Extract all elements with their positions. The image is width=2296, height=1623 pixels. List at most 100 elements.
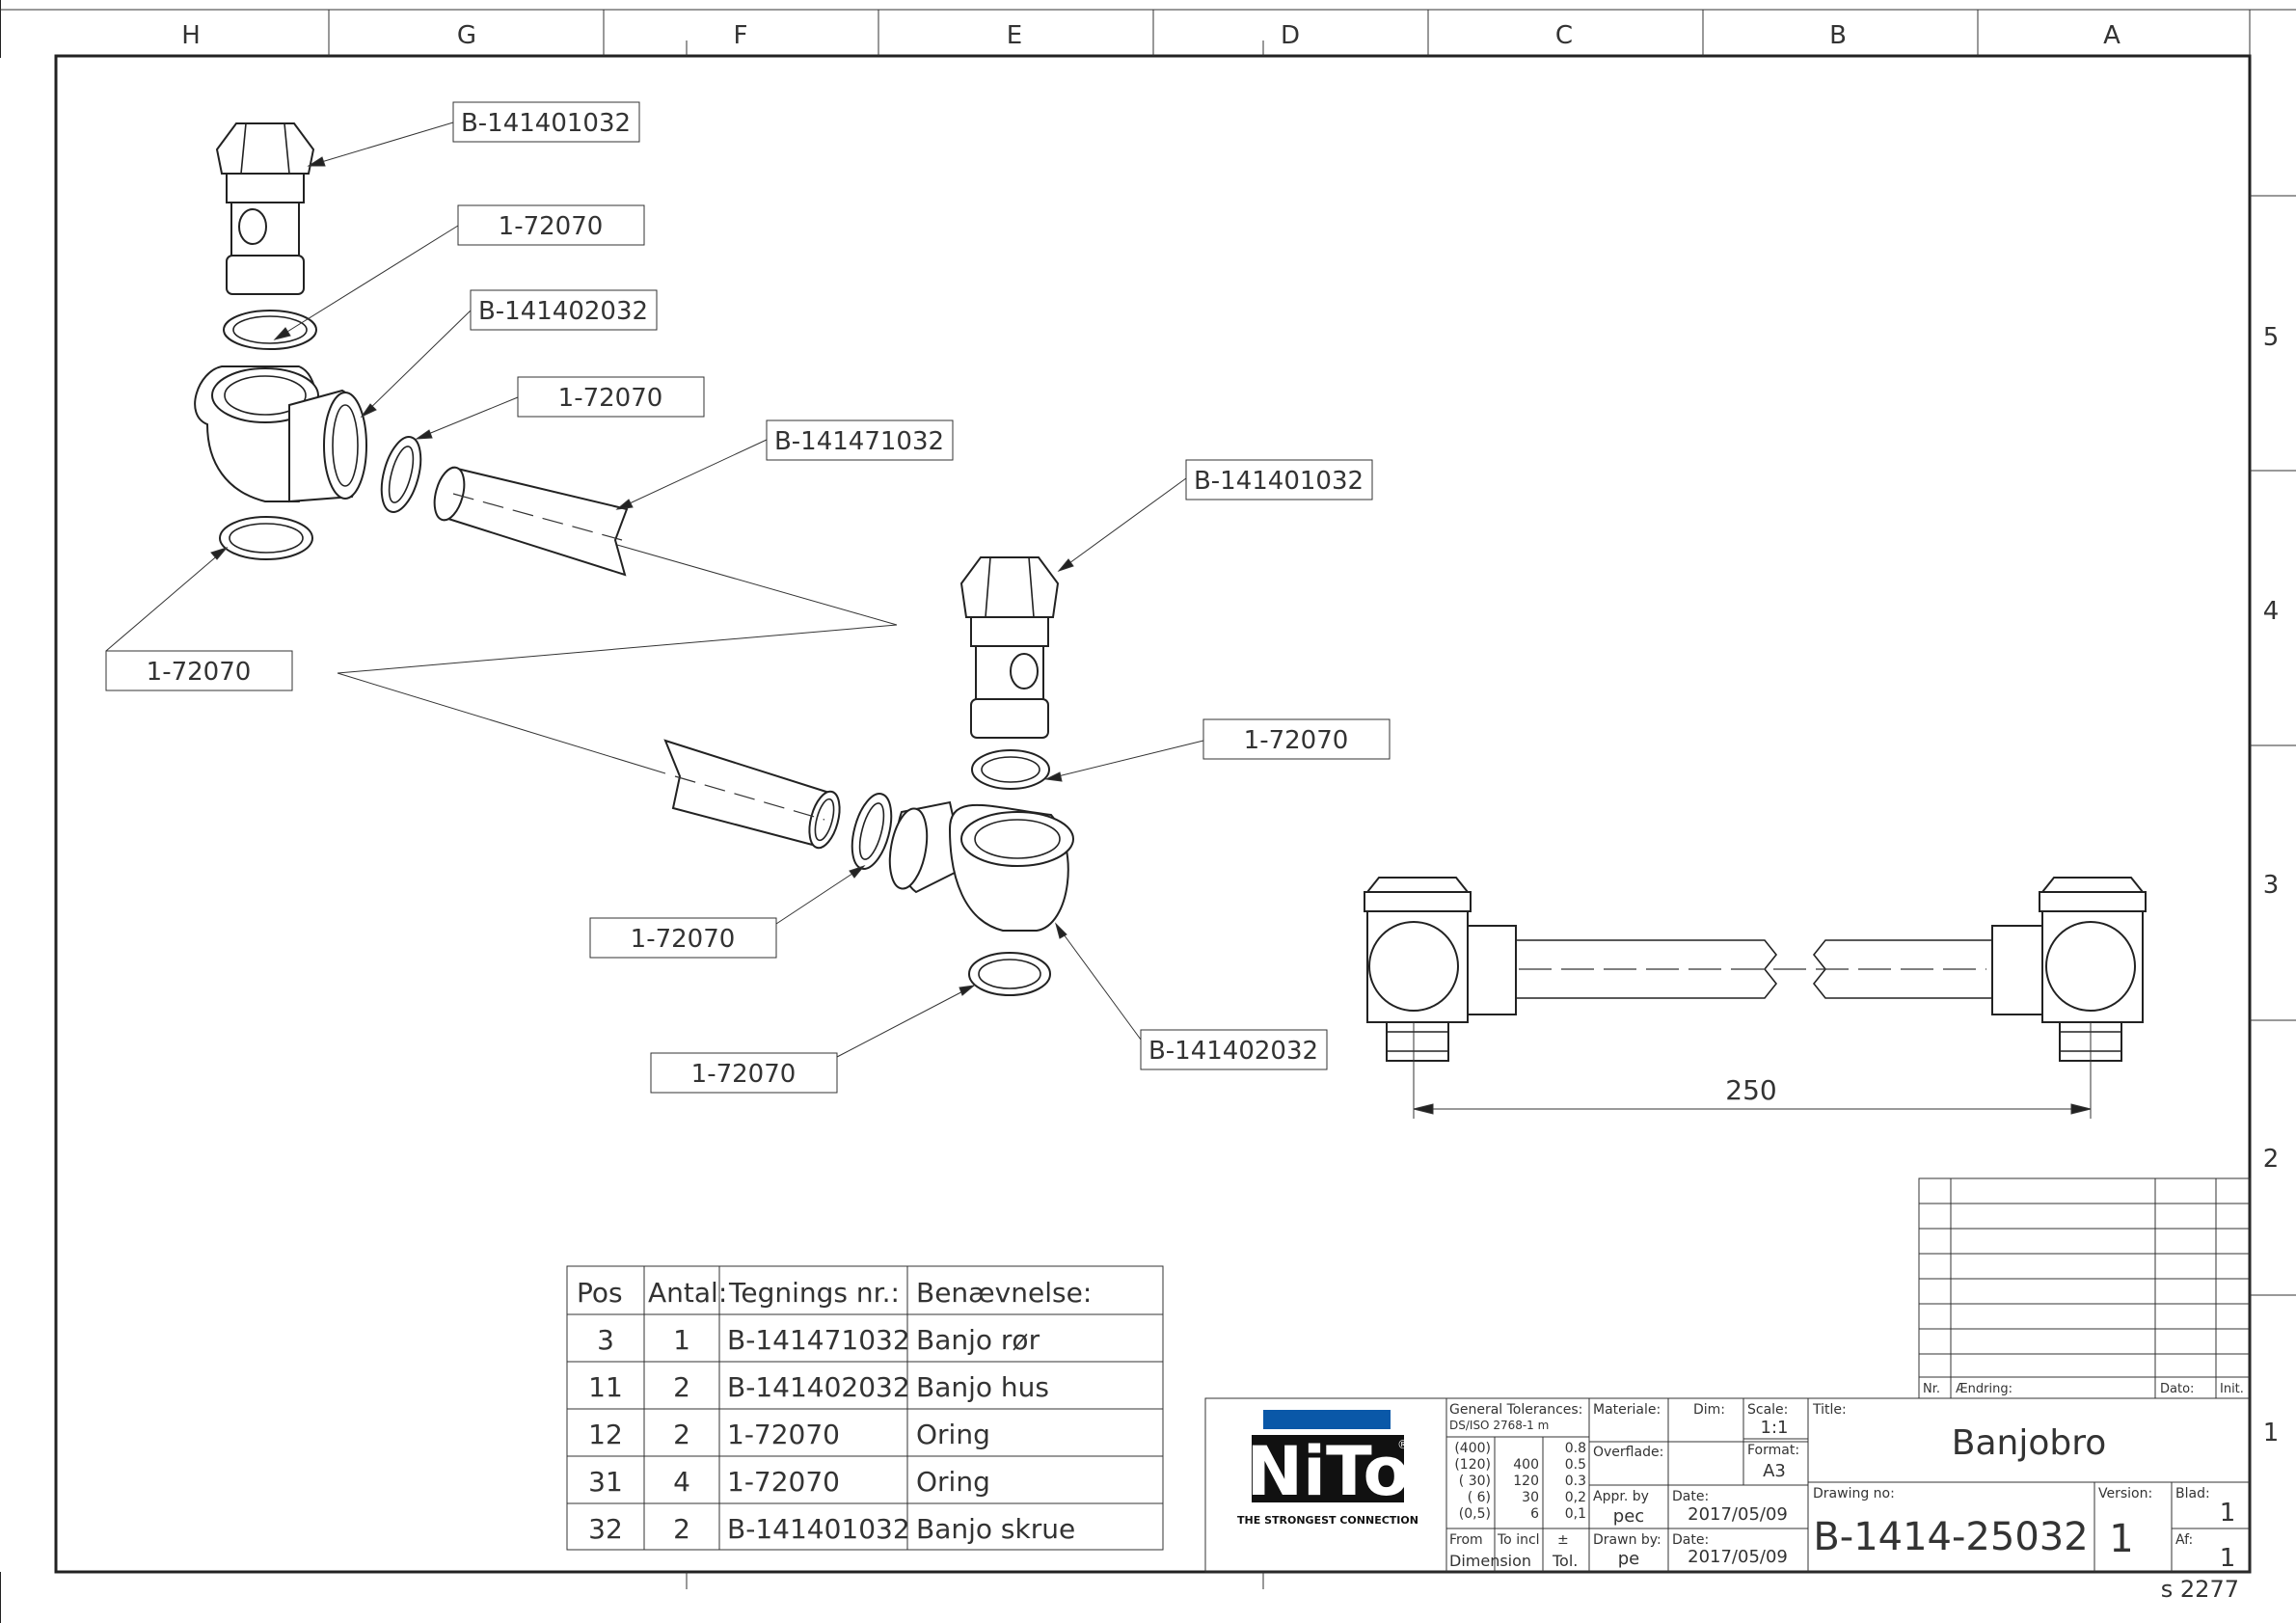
zone-col-label: C: [1555, 21, 1573, 50]
callout-text: B-141402032: [478, 297, 648, 326]
af-value: 1: [2220, 1544, 2236, 1573]
exploded-assembly-lower: [663, 556, 1074, 996]
bom-header-description: Benævnelse:: [916, 1277, 1092, 1309]
bom-cell-drawing-no: B-141401032: [727, 1513, 910, 1545]
bom-cell-drawing-no: 1-72070: [727, 1466, 840, 1498]
bom-cell-pos: 3: [597, 1324, 614, 1356]
callout-box: B-141401032: [1185, 459, 1373, 500]
bom-cell-description: Oring: [916, 1466, 990, 1498]
bom-header-drawing-no: Tegnings nr.:: [728, 1277, 900, 1309]
bom-cell-drawing-no: B-141471032: [727, 1324, 910, 1356]
bill-of-materials: Pos Antal: Tegnings nr.: Benævnelse: 3 1…: [566, 1265, 1164, 1551]
bom-cell-pos: 11: [588, 1371, 623, 1403]
tolerance-value: 0.3: [1565, 1474, 1586, 1489]
zone-row-labels: 5 4 3 2 1: [2263, 323, 2280, 1447]
logo-registered-mark: ®: [1397, 1438, 1409, 1451]
tube-break-connector: [337, 544, 898, 774]
company-logo: NiTo ® THE STRONGEST CONNECTION: [1237, 1410, 1418, 1527]
leader-lines: [105, 122, 1204, 1058]
zone-row-dividers: [2250, 195, 2296, 1296]
callout-box: B-141402032: [1140, 1029, 1328, 1070]
revision-header-change: Ændring:: [1956, 1382, 2012, 1396]
zone-col-label: F: [734, 21, 748, 50]
drawing-no-label: Drawing no:: [1813, 1486, 1895, 1501]
revision-header-nr: Nr.: [1923, 1382, 1940, 1396]
title-block: NiTo ® THE STRONGEST CONNECTION General …: [1204, 1397, 2251, 1573]
oring-part: [971, 749, 1050, 790]
bom-cell-pos: 32: [588, 1513, 623, 1545]
revision-table: Nr. Ændring: Dato: Init.: [1918, 1177, 2251, 1399]
bom-cell-qty: 2: [673, 1419, 690, 1450]
tolerance-to: 400: [1513, 1457, 1539, 1473]
exploded-assembly-upper: [194, 122, 629, 577]
callout-text: 1-72070: [558, 384, 663, 413]
scale-value: 1:1: [1761, 1418, 1789, 1438]
dim-label: Dim:: [1693, 1402, 1725, 1418]
callout-text: B-141402032: [1148, 1037, 1318, 1066]
zone-column-labels: H G F E D C B A: [181, 21, 2120, 50]
bom-cell-pos: 12: [588, 1419, 623, 1450]
tolerance-to: 120: [1513, 1474, 1539, 1489]
general-tolerances-label: General Tolerances:: [1449, 1402, 1582, 1418]
drawn-by-value: pe: [1618, 1549, 1640, 1569]
bom-cell-description: Banjo skrue: [916, 1513, 1075, 1545]
bom-cell-qty: 1: [673, 1324, 690, 1356]
callout-text: 1-72070: [499, 212, 604, 241]
dimension-line: [1413, 1022, 2092, 1119]
bom-cell-description: Banjo hus: [916, 1371, 1049, 1403]
callout-box: B-141402032: [470, 289, 658, 331]
callout-text: 1-72070: [1244, 726, 1349, 755]
zone-col-label: G: [457, 21, 476, 50]
tolerance-from: (0,5): [1459, 1506, 1491, 1522]
tolerance-value: 0.8: [1565, 1441, 1586, 1456]
plus-minus-label: ±: [1557, 1532, 1569, 1548]
callout-text: B-141401032: [461, 109, 631, 138]
zone-row-label: 3: [2263, 871, 2280, 900]
appr-date-value: 2017/05/09: [1688, 1504, 1788, 1525]
bom-cell-drawing-no: B-141402032: [727, 1371, 910, 1403]
format-label: Format:: [1747, 1443, 1799, 1458]
bom-cell-description: Oring: [916, 1419, 990, 1450]
bom-cell-qty: 4: [673, 1466, 690, 1498]
drawing-title: Banjobro: [1952, 1423, 2107, 1463]
banjo-screw-part: [215, 122, 315, 295]
logo-wordmark: NiTo: [1246, 1432, 1409, 1511]
zone-row-label: 1: [2263, 1419, 2280, 1447]
callout-text: B-141471032: [774, 427, 944, 456]
drawn-date-value: 2017/05/09: [1688, 1547, 1788, 1567]
callout-box: 1-72070: [457, 204, 645, 246]
scale-label: Scale:: [1747, 1402, 1788, 1418]
callout-box: B-141471032: [766, 419, 954, 461]
banjo-tube-part: [433, 466, 629, 577]
bom-cell-qty: 2: [673, 1513, 690, 1545]
callout-box: 1-72070: [105, 650, 293, 691]
revision-header-date: Dato:: [2160, 1382, 2194, 1396]
banjo-tube-part: [663, 739, 841, 850]
bom-cell-pos: 31: [588, 1466, 623, 1498]
logo-brand-bar: [1263, 1410, 1391, 1429]
tolerance-to: 30: [1522, 1490, 1539, 1505]
bom-header-qty: Antal:: [648, 1277, 727, 1309]
tol-label: Tol.: [1552, 1552, 1578, 1570]
to-incl-label: To incl: [1497, 1532, 1540, 1548]
appr-by-value: pec: [1613, 1506, 1644, 1527]
drawn-by-label: Drawn by:: [1593, 1532, 1661, 1548]
callout-text: 1-72070: [631, 925, 736, 954]
sheet-code: s 2277: [2161, 1576, 2239, 1603]
left-banjo-fitting: [1364, 877, 1517, 1062]
zone-col-label: D: [1281, 21, 1300, 50]
tolerance-from: ( 30): [1459, 1474, 1491, 1489]
oring-part: [219, 516, 313, 560]
version-value: 1: [2109, 1517, 2133, 1561]
from-label: From: [1449, 1532, 1483, 1548]
callout-box: 1-72070: [517, 376, 705, 418]
callout-text: 1-72070: [691, 1060, 797, 1089]
callout-text: B-141401032: [1194, 467, 1364, 496]
tolerance-value: 0,2: [1565, 1490, 1586, 1505]
dimension-label: Dimension: [1449, 1552, 1531, 1570]
drawing-number: B-1414-25032: [1813, 1515, 2088, 1559]
blad-value: 1: [2220, 1499, 2236, 1528]
dimension-value: 250: [1725, 1074, 1776, 1106]
